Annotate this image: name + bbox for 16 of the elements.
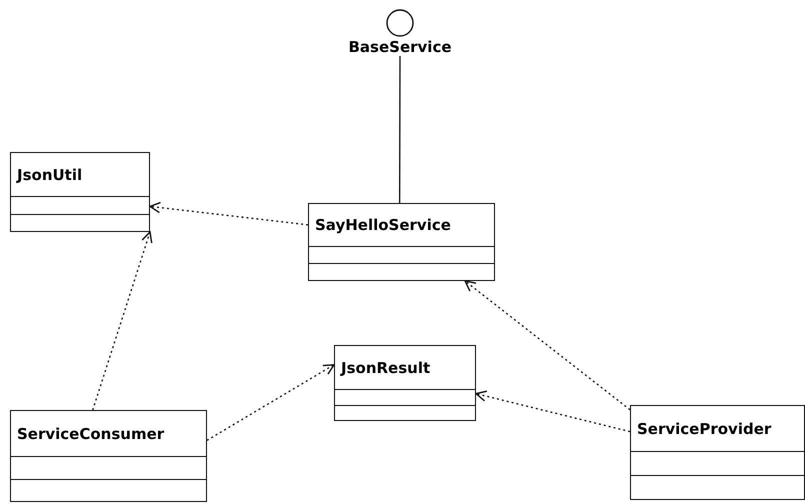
class-name: SayHelloService: [309, 204, 494, 247]
dependency-arrow: [149, 202, 308, 226]
class-box: [10, 410, 207, 502]
connector-line: [398, 56, 401, 203]
class-box: [308, 203, 495, 281]
class-name: ServiceProvider: [631, 406, 804, 452]
dependency-arrow: [464, 280, 630, 410]
class-box: [10, 152, 150, 232]
dependency-arrow: [92, 231, 152, 410]
class-box: [334, 345, 476, 421]
dependency-arrow: [206, 364, 335, 441]
class-name: ServiceConsumer: [11, 411, 206, 457]
class-box: [630, 405, 805, 500]
class-name: JsonResult: [335, 346, 475, 390]
class-name: JsonUtil: [11, 153, 149, 197]
dependency-arrow: [475, 390, 630, 432]
